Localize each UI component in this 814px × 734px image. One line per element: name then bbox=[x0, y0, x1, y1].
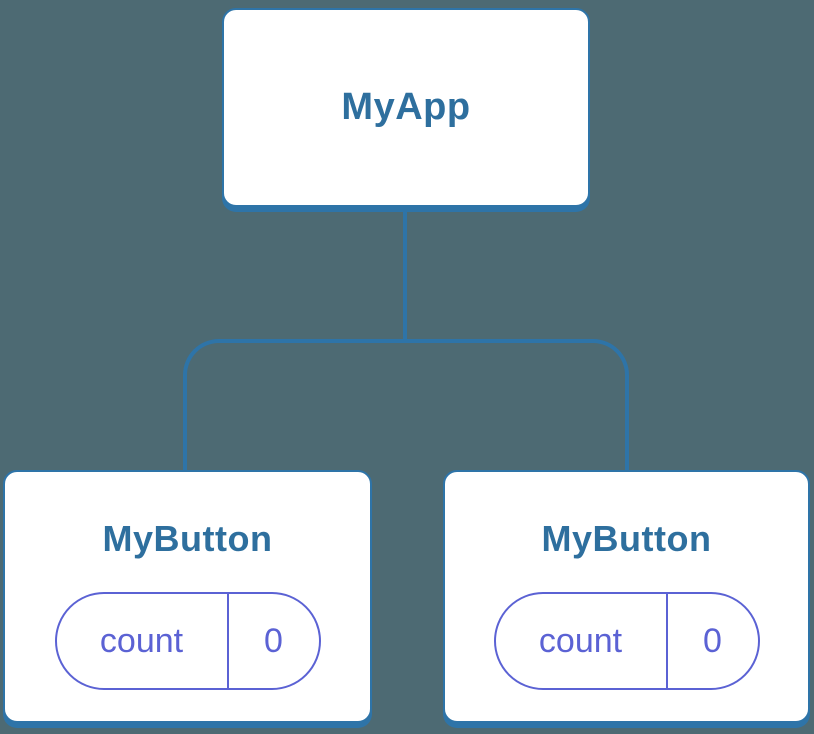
state-pill-count-1: count 0 bbox=[54, 592, 321, 690]
state-key-label: count bbox=[57, 594, 229, 688]
connector-branch-bracket bbox=[183, 339, 629, 470]
node-myapp-label: MyApp bbox=[341, 86, 471, 128]
state-value: 0 bbox=[264, 621, 283, 660]
state-key-label: count bbox=[496, 594, 668, 688]
connector-root-stem bbox=[403, 207, 407, 343]
node-mybutton-1-label: MyButton bbox=[102, 518, 273, 559]
node-mybutton-2: MyButton count 0 bbox=[443, 470, 810, 723]
node-myapp: MyApp bbox=[222, 8, 590, 207]
node-mybutton-2-label: MyButton bbox=[541, 518, 712, 559]
state-pill-count-2: count 0 bbox=[493, 592, 760, 690]
state-value: 0 bbox=[703, 621, 722, 660]
node-mybutton-1: MyButton count 0 bbox=[3, 470, 372, 723]
